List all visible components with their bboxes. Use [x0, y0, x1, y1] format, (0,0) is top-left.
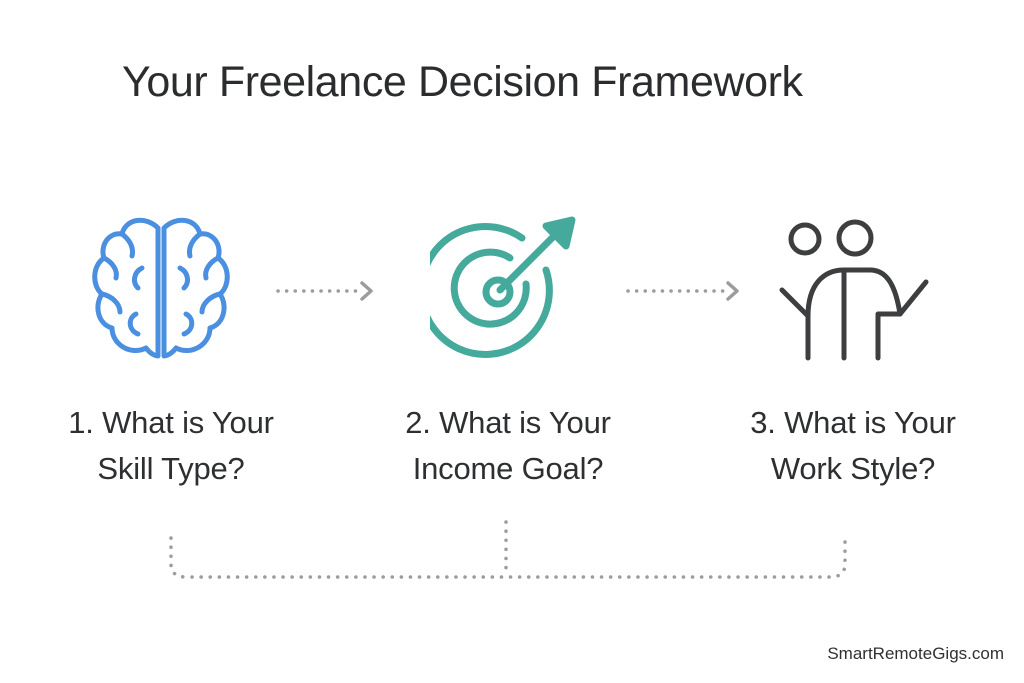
- step-1-label: 1. What is Your Skill Type?: [21, 400, 321, 492]
- step-3-label: 3. What is Your Work Style?: [703, 400, 1003, 492]
- arrow-2-head: [726, 281, 739, 301]
- step-1-line1: 1. What is Your: [68, 405, 274, 440]
- step-3-line1: 3. What is Your: [750, 405, 956, 440]
- footer-site-credit: SmartRemoteGigs.com: [827, 644, 1004, 663]
- people-shrug-icon: [779, 219, 929, 361]
- step-1-line2: Skill Type?: [97, 451, 245, 486]
- page-title: Your Freelance Decision Framework: [122, 58, 803, 106]
- step-2-label: 2. What is Your Income Goal?: [358, 400, 658, 492]
- target-arrow-icon: [430, 216, 576, 358]
- step-2-line2: Income Goal?: [412, 451, 604, 486]
- brain-icon: [92, 217, 230, 359]
- arrow-1-head: [360, 281, 373, 301]
- step-2-line1: 2. What is Your: [405, 405, 611, 440]
- step-3-line2: Work Style?: [770, 451, 936, 486]
